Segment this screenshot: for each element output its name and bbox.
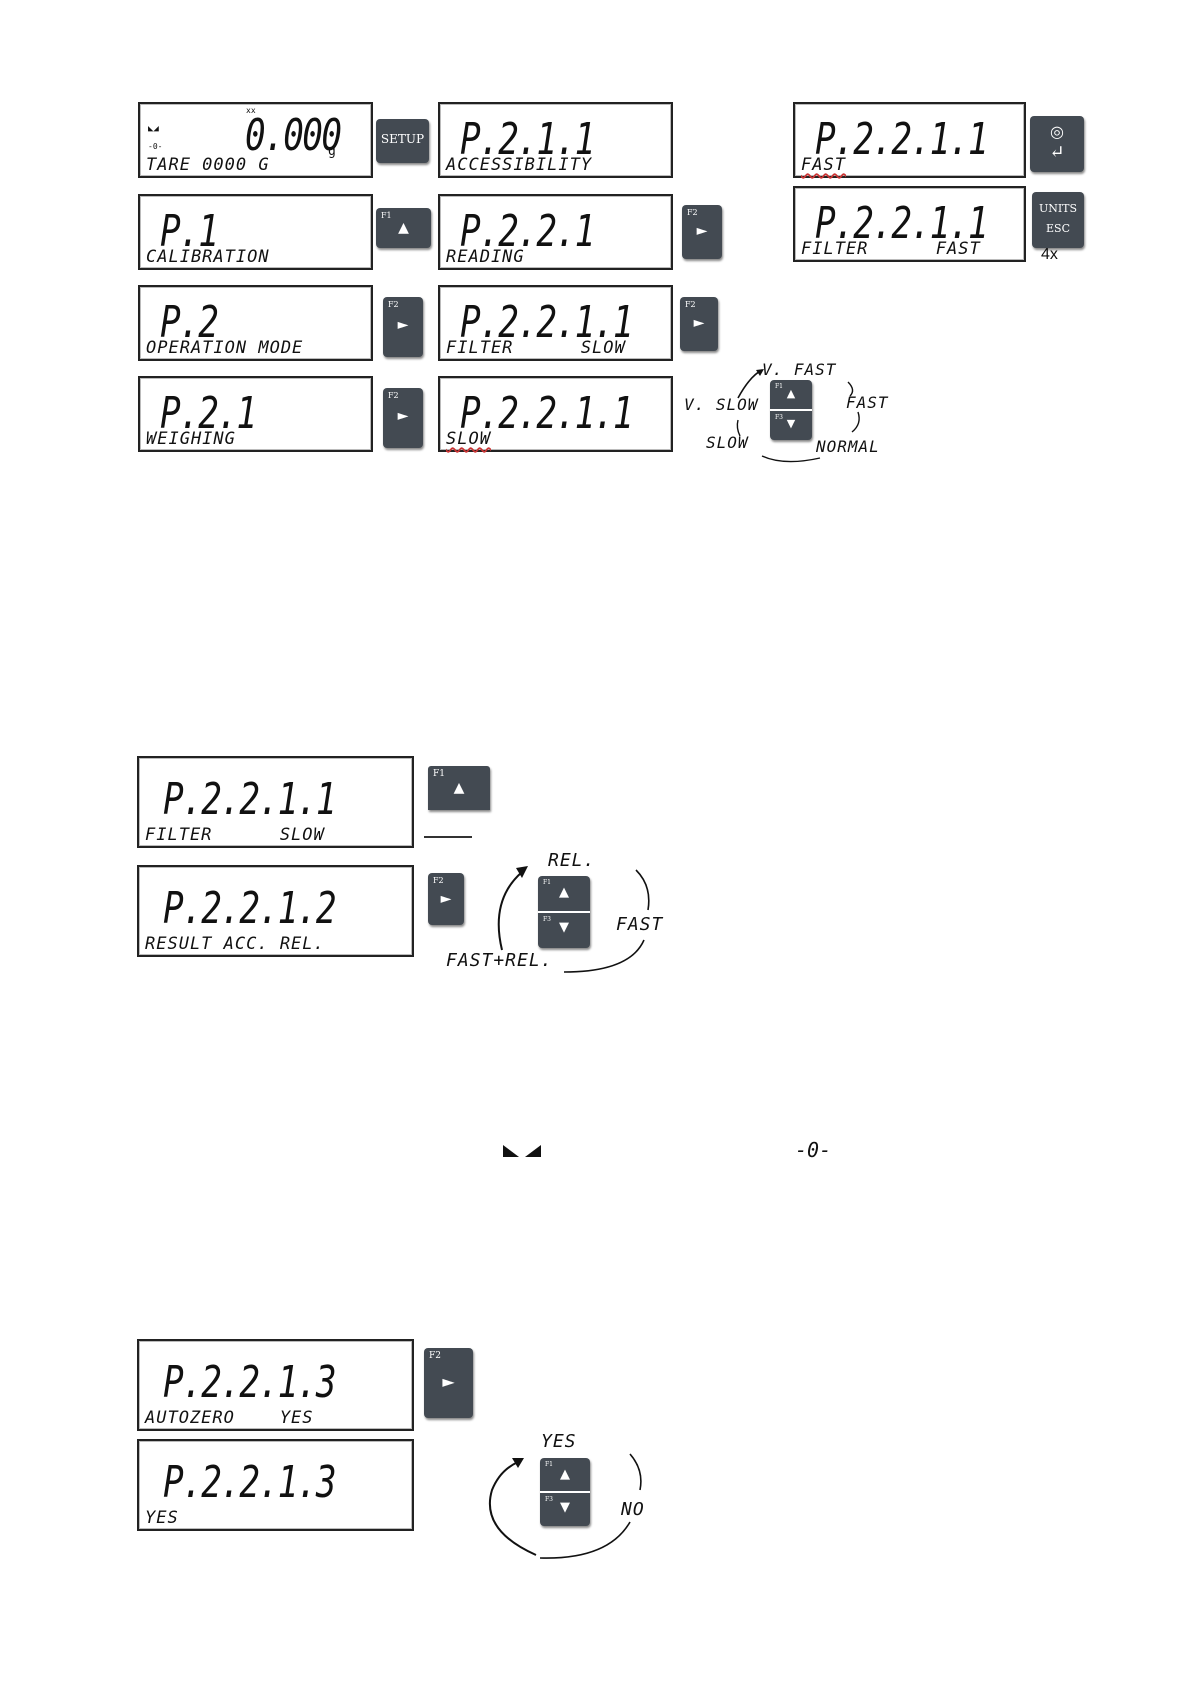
enter-button[interactable]: ◎ ↵ bbox=[1030, 116, 1084, 172]
weight-unit: g bbox=[328, 144, 336, 159]
up-arrow-icon: ▲ bbox=[559, 885, 569, 900]
filter-cycle-arrows bbox=[736, 369, 860, 463]
right-arrow-icon: ► bbox=[397, 408, 409, 424]
up-arrow-icon: ▲ bbox=[560, 1467, 570, 1482]
menu-label: READING bbox=[446, 247, 525, 267]
display-p221: P.2.2.1 READING bbox=[438, 194, 673, 270]
menu-code: P.2.2.1.2 bbox=[163, 883, 336, 934]
cycle-fast: FAST bbox=[846, 393, 889, 412]
menu-label: YES bbox=[145, 1508, 179, 1528]
result-cycle-arrows bbox=[497, 866, 650, 973]
f2-right-button[interactable]: F2 ► bbox=[424, 1348, 473, 1418]
display-p2: P.2 OPERATION MODE bbox=[138, 285, 373, 361]
button-divider bbox=[770, 409, 812, 411]
display-p2211-filter: P.2.2.1.1 FILTER SLOW bbox=[438, 285, 673, 361]
menu-label: FILTER SLOW bbox=[145, 825, 325, 845]
right-arrow-icon: ► bbox=[397, 317, 409, 333]
f1-f3-buttons[interactable]: F1 ▲ F3 ▼ bbox=[770, 380, 812, 440]
cycle-normal: NORMAL bbox=[816, 437, 880, 456]
stability-icon: ◣◢ bbox=[148, 124, 159, 134]
menu-code: P.2 bbox=[160, 297, 219, 348]
repeat-count: 4x bbox=[1041, 246, 1058, 263]
units-esc-button[interactable]: UNITS ESC bbox=[1032, 192, 1084, 248]
menu-code: P.2.2.1.3 bbox=[163, 1357, 336, 1408]
cycle-rel: REL. bbox=[548, 850, 596, 871]
menu-label: FILTER FAST bbox=[801, 239, 981, 259]
up-arrow-icon: ▲ bbox=[453, 780, 465, 796]
menu-code: P.2.2.1 bbox=[460, 206, 595, 257]
top-marks: xx bbox=[246, 106, 256, 115]
menu-label: ACCESSIBILITY bbox=[446, 155, 593, 175]
down-arrow-icon: ▼ bbox=[559, 920, 569, 935]
menu-code: P.2.2.1.1 bbox=[163, 774, 336, 825]
menu-code: P.2.2.1.1 bbox=[460, 297, 633, 348]
display-p2211-fast: P.2.2.1.1 FAST bbox=[793, 102, 1026, 178]
display-result-acc-rel: P.2.2.1.2 RESULT ACC. REL. bbox=[137, 865, 414, 957]
menu-label: RESULT ACC. REL. bbox=[145, 934, 325, 954]
menu-code: P.2.2.1.3 bbox=[163, 1457, 336, 1508]
cycle-fast: FAST bbox=[616, 914, 664, 935]
menu-label: FAST bbox=[801, 155, 846, 175]
right-arrow-icon: ► bbox=[442, 1372, 455, 1391]
cycle-fastrel: FAST+REL. bbox=[446, 950, 553, 971]
menu-label: OPERATION MODE bbox=[146, 338, 304, 358]
display-weighing: ◣◢ -0- xx 0.000 g TARE 0000 G bbox=[138, 102, 373, 178]
zero-icon: -0- bbox=[148, 142, 163, 151]
menu-code: P.2.2.1.1 bbox=[815, 114, 988, 165]
f2-right-button[interactable]: F2 ► bbox=[383, 297, 423, 357]
display-autozero-yes: P.2.2.1.3 AUTOZERO YES bbox=[137, 1339, 414, 1431]
menu-code: P.2.2.1.1 bbox=[460, 388, 633, 439]
display-p1: P.1 CALIBRATION bbox=[138, 194, 373, 270]
f1-up-button[interactable]: F1 ▲ bbox=[376, 208, 431, 248]
display-p21: P.2.1 WEIGHING bbox=[138, 376, 373, 452]
zero-indicator-icon: -0- bbox=[795, 1138, 832, 1162]
right-arrow-icon: ► bbox=[693, 315, 705, 331]
tare-label: TARE 0000 G bbox=[146, 155, 270, 175]
menu-code: P.2.2.1.1 bbox=[815, 198, 988, 249]
menu-label: CALIBRATION bbox=[146, 247, 270, 267]
stability-marker-icon bbox=[503, 1145, 541, 1157]
display-p211: P.2.1.1 ACCESSIBILITY bbox=[438, 102, 673, 178]
f2-right-button[interactable]: F2 ► bbox=[428, 873, 464, 925]
f2-right-button[interactable]: F2 ► bbox=[682, 205, 722, 259]
cycle-no: NO bbox=[621, 1499, 645, 1520]
up-arrow-icon: ▲ bbox=[398, 220, 409, 236]
setup-button[interactable]: SETUP bbox=[376, 119, 429, 163]
f2-right-button[interactable]: F2 ► bbox=[383, 388, 423, 448]
weight-value: 0.000 bbox=[245, 110, 342, 161]
print-icon: ◎ bbox=[1050, 122, 1064, 141]
menu-label: SLOW bbox=[446, 429, 491, 449]
display-filter-slow: P.2.2.1.1 FILTER SLOW bbox=[137, 756, 414, 848]
autozero-cycle-arrows bbox=[488, 1453, 642, 1559]
menu-label: FILTER SLOW bbox=[446, 338, 626, 358]
f1-f3-buttons[interactable]: F1 ▲ F3 ▼ bbox=[540, 1458, 590, 1526]
enter-icon: ↵ bbox=[1049, 142, 1065, 163]
display-p2211-filterfast: P.2.2.1.1 FILTER FAST bbox=[793, 186, 1026, 262]
display-yes: P.2.2.1.3 YES bbox=[137, 1439, 414, 1531]
menu-label: AUTOZERO YES bbox=[145, 1408, 314, 1428]
cycle-slow: SLOW bbox=[706, 433, 749, 452]
up-arrow-icon: ▲ bbox=[786, 387, 796, 400]
f1-f3-buttons[interactable]: F1 ▲ F3 ▼ bbox=[538, 876, 590, 948]
menu-code: P.2.1.1 bbox=[460, 114, 595, 165]
divider-line bbox=[424, 836, 472, 838]
cycle-yes: YES bbox=[541, 1431, 577, 1452]
f1-up-button[interactable]: F1 ▲ bbox=[428, 766, 490, 810]
f2-right-button[interactable]: F2 ► bbox=[680, 297, 718, 351]
menu-label: WEIGHING bbox=[146, 429, 236, 449]
right-arrow-icon: ► bbox=[696, 223, 708, 239]
down-arrow-icon: ▼ bbox=[560, 1500, 570, 1515]
display-p2211-slow: P.2.2.1.1 SLOW bbox=[438, 376, 673, 452]
cycle-vfast: V. FAST bbox=[762, 360, 837, 379]
right-arrow-icon: ► bbox=[440, 891, 452, 907]
button-divider bbox=[540, 1491, 590, 1493]
menu-code: P.1 bbox=[160, 206, 219, 257]
button-divider bbox=[538, 911, 590, 913]
cycle-vslow: V. SLOW bbox=[684, 395, 759, 414]
menu-code: P.2.1 bbox=[160, 388, 257, 439]
down-arrow-icon: ▼ bbox=[786, 417, 796, 430]
